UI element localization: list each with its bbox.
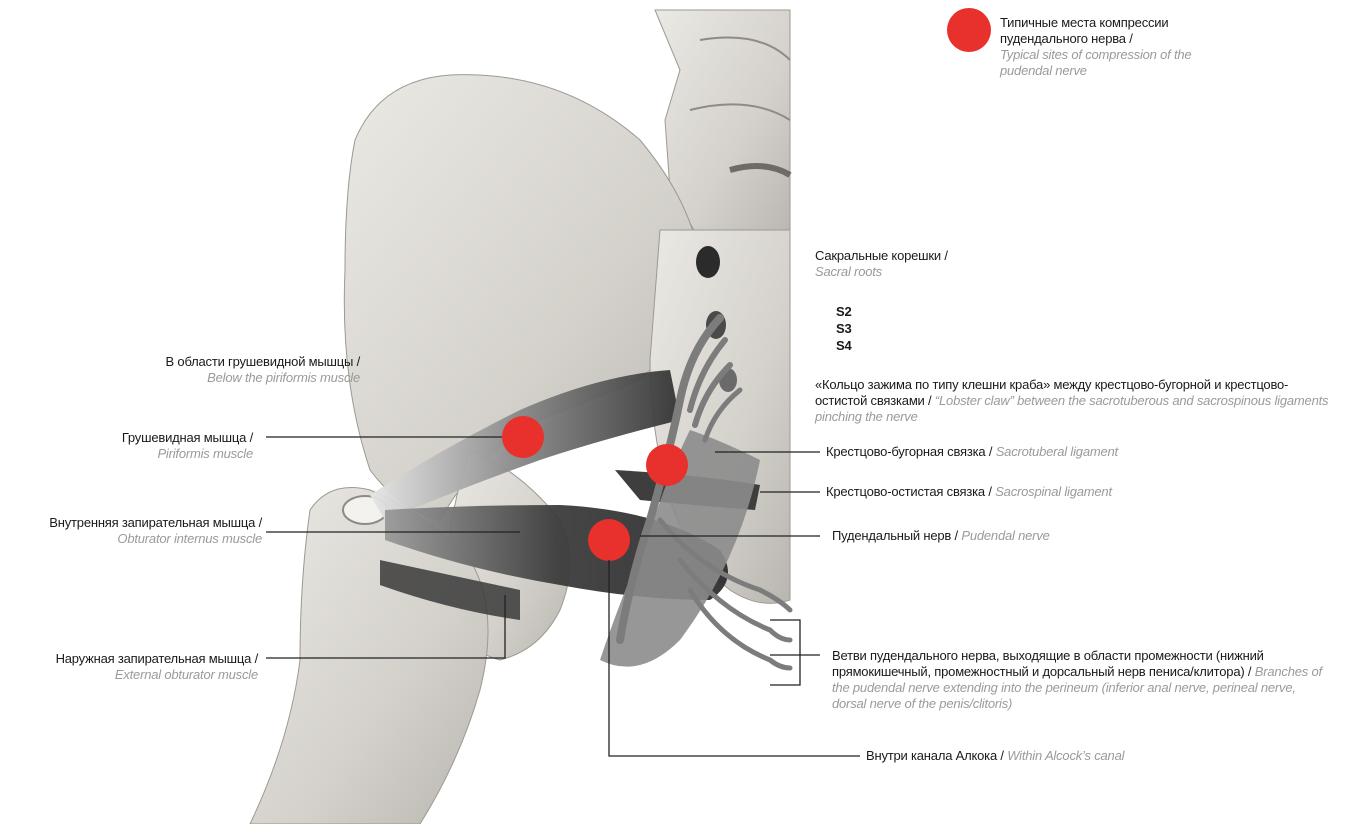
obturator-internus-label: Внутренняя запирательная мышца / Obturat… bbox=[0, 515, 262, 547]
compression-site-dot bbox=[588, 519, 630, 561]
sacrotuberal-label: Крестцово-бугорная связка / Sacrotuberal… bbox=[826, 444, 1118, 460]
alcock-ru: Внутри канала Алкока / bbox=[866, 748, 1004, 763]
legend-ru: Типичные места компрессии пудендального … bbox=[1000, 15, 1168, 46]
root-s3: S3 bbox=[836, 320, 852, 337]
sacral-root-list: S2 S3 S4 bbox=[836, 303, 852, 354]
below-piriformis-label: В области грушевидной мышцы / Below the … bbox=[60, 354, 360, 386]
pudendal-label: Пудендальный нерв / Pudendal nerve bbox=[832, 528, 1050, 544]
sacrospinal-label: Крестцово-остистая связка / Sacrospinal … bbox=[826, 484, 1112, 500]
sacrospinal-ru: Крестцово-остистая связка / bbox=[826, 484, 992, 499]
legend-text: Типичные места компрессии пудендального … bbox=[1000, 15, 1210, 79]
piriformis-en: Piriformis muscle bbox=[157, 446, 253, 461]
root-s2: S2 bbox=[836, 303, 852, 320]
branches-label: Ветви пудендального нерва, выходящие в о… bbox=[832, 648, 1332, 712]
pudendal-ru: Пудендальный нерв / bbox=[832, 528, 958, 543]
compression-site-dot bbox=[502, 416, 544, 458]
sacral-roots-ru: Сакральные корешки / bbox=[815, 248, 948, 263]
external-obturator-ru: Наружная запирательная мышца / bbox=[56, 651, 258, 666]
sacrospinal-en: Sacrospinal ligament bbox=[995, 484, 1112, 499]
sacral-foramen bbox=[696, 246, 720, 278]
external-obturator-label: Наружная запирательная мышца / External … bbox=[0, 651, 258, 683]
alcock-label: Внутри канала Алкока / Within Alcock’s c… bbox=[866, 748, 1124, 764]
legend-en: Typical sites of compression of the pude… bbox=[1000, 47, 1191, 78]
branches-ru: Ветви пудендального нерва, выходящие в о… bbox=[832, 648, 1264, 679]
sacrotuberal-ru: Крестцово-бугорная связка / bbox=[826, 444, 992, 459]
sacral-roots-en: Sacral roots bbox=[815, 264, 882, 279]
legend-dot bbox=[947, 8, 991, 52]
lobster-claw-label: «Кольцо зажима по типу клешни краба» меж… bbox=[815, 377, 1335, 425]
sacrotuberal-en: Sacrotuberal ligament bbox=[996, 444, 1118, 459]
obturator-internus-ru: Внутренняя запирательная мышца / bbox=[49, 515, 262, 530]
below-piriformis-en: Below the piriformis muscle bbox=[207, 370, 360, 385]
alcock-en: Within Alcock’s canal bbox=[1007, 748, 1124, 763]
root-s4: S4 bbox=[836, 337, 852, 354]
pudendal-en: Pudendal nerve bbox=[961, 528, 1049, 543]
compression-site-dot bbox=[646, 444, 688, 486]
sacral-roots-label: Сакральные корешки / Sacral roots bbox=[815, 248, 948, 280]
obturator-internus-en: Obturator internus muscle bbox=[117, 531, 262, 546]
piriformis-ru: Грушевидная мышца / bbox=[122, 430, 253, 445]
piriformis-label: Грушевидная мышца / Piriformis muscle bbox=[0, 430, 253, 462]
below-piriformis-ru: В области грушевидной мышцы / bbox=[166, 354, 360, 369]
leader-line-branches-bracket bbox=[770, 620, 800, 685]
external-obturator-en: External obturator muscle bbox=[115, 667, 258, 682]
